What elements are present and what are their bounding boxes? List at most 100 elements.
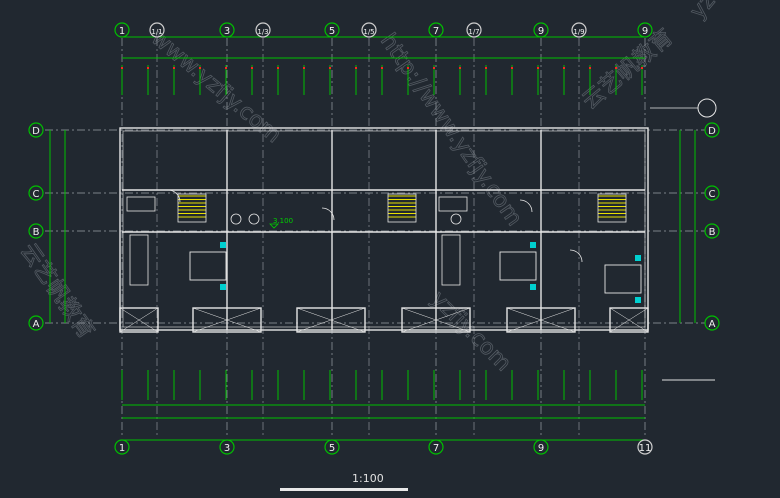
bed: [604, 264, 642, 294]
dimension-mark: [615, 67, 617, 69]
toilet: [248, 213, 260, 225]
axis-label-side: B: [33, 227, 40, 238]
dimension-mark: [537, 67, 539, 69]
axis-label-top: 1/5: [363, 28, 374, 36]
axis-label-top: 1: [119, 26, 125, 37]
axis-label-side: D: [32, 126, 40, 137]
door-swing: [167, 189, 181, 203]
axis-bubble-side: [704, 223, 720, 239]
balcony-cross: [296, 307, 366, 333]
door-swing: [519, 199, 533, 213]
dimension-mark: [225, 67, 227, 69]
axis-bubble-side: [28, 223, 44, 239]
balcony: [609, 307, 649, 333]
dimension-mark: [589, 67, 591, 69]
dimension-mark: [381, 67, 383, 69]
stair-outline: [177, 193, 207, 223]
axis-bubble-bottom: [637, 439, 653, 455]
bed: [499, 251, 537, 281]
door-swing: [321, 207, 335, 221]
balcony-cross: [506, 307, 576, 333]
dimension-mark: [511, 67, 513, 69]
dimension-mark: [147, 67, 149, 69]
axis-bubble-top: [428, 22, 444, 38]
axis-label-bottom: 7: [433, 443, 439, 454]
axis-bubble-top: [324, 22, 340, 38]
axis-label-side: A: [709, 319, 716, 330]
axis-bubble-top: [361, 22, 377, 38]
axis-label-top: 9: [642, 26, 648, 37]
axis-label-top: 3: [224, 26, 230, 37]
nightstand: [635, 255, 641, 261]
balcony: [401, 307, 471, 333]
balcony-cross: [119, 307, 159, 333]
nightstand: [530, 242, 536, 248]
north-marker: [697, 98, 717, 118]
balcony: [506, 307, 576, 333]
axis-bubble-side: [28, 185, 44, 201]
axis-bubble-side: [28, 315, 44, 331]
axis-label-top: 5: [329, 26, 335, 37]
bed: [189, 251, 227, 281]
axis-label-bottom: 3: [224, 443, 230, 454]
axis-label-top: 1/3: [257, 28, 268, 36]
bathtub: [126, 196, 156, 212]
elevation-triangle-icon: [269, 223, 279, 229]
axis-bubble-top: [533, 22, 549, 38]
balcony: [192, 307, 262, 333]
dimension-mark: [355, 67, 357, 69]
toilet: [230, 213, 242, 225]
dimension-mark: [277, 67, 279, 69]
axis-label-bottom: 1: [119, 443, 125, 454]
dimension-mark: [121, 67, 123, 69]
axis-bubble-bottom: [114, 439, 130, 455]
nightstand: [530, 284, 536, 290]
balcony: [119, 307, 159, 333]
dimension-mark: [563, 67, 565, 69]
floor-plan: [119, 98, 717, 333]
nightstand: [220, 242, 226, 248]
dimension-mark: [303, 67, 305, 69]
axis-label-side: A: [33, 319, 40, 330]
scale-bar: [280, 488, 408, 491]
nightstand: [220, 284, 226, 290]
axis-label-side: C: [709, 189, 716, 200]
stair-outline: [387, 193, 417, 223]
outer-wall: [119, 127, 649, 331]
outer-wall-inner: [122, 130, 646, 328]
axis-bubble-top: [637, 22, 653, 38]
elevation-mark: 3.100: [273, 217, 293, 225]
dimension-mark: [459, 67, 461, 69]
nightstand: [635, 297, 641, 303]
dimension-mark: [433, 67, 435, 69]
axis-label-top: 1/1: [151, 28, 162, 36]
axis-bubble-top: [219, 22, 235, 38]
axis-bubble-top: [571, 22, 587, 38]
axis-label-bottom: 11: [639, 443, 652, 454]
watermark-text: yzfjy.com: [685, 0, 770, 24]
stair-outline: [597, 193, 627, 223]
balcony-cross: [192, 307, 262, 333]
axis-label-side: D: [708, 126, 716, 137]
axis-bubble-side: [704, 122, 720, 138]
watermark-text: 云艺帆教育: [578, 25, 678, 115]
bathtub: [438, 196, 468, 212]
axis-label-bottom: 5: [329, 443, 335, 454]
axis-label-side: B: [709, 227, 716, 238]
axis-bubble-bottom: [324, 439, 340, 455]
axis-label-bottom: 9: [538, 443, 544, 454]
wardrobe: [129, 234, 149, 286]
dimension-mark: [251, 67, 253, 69]
toilet: [450, 213, 462, 225]
dimension-mark: [407, 67, 409, 69]
axis-bubble-bottom: [533, 439, 549, 455]
dimension-mark: [485, 67, 487, 69]
dimension-mark: [329, 67, 331, 69]
balcony: [296, 307, 366, 333]
axis-bubble-side: [704, 315, 720, 331]
dimension-mark: [199, 67, 201, 69]
wardrobe: [441, 234, 461, 286]
